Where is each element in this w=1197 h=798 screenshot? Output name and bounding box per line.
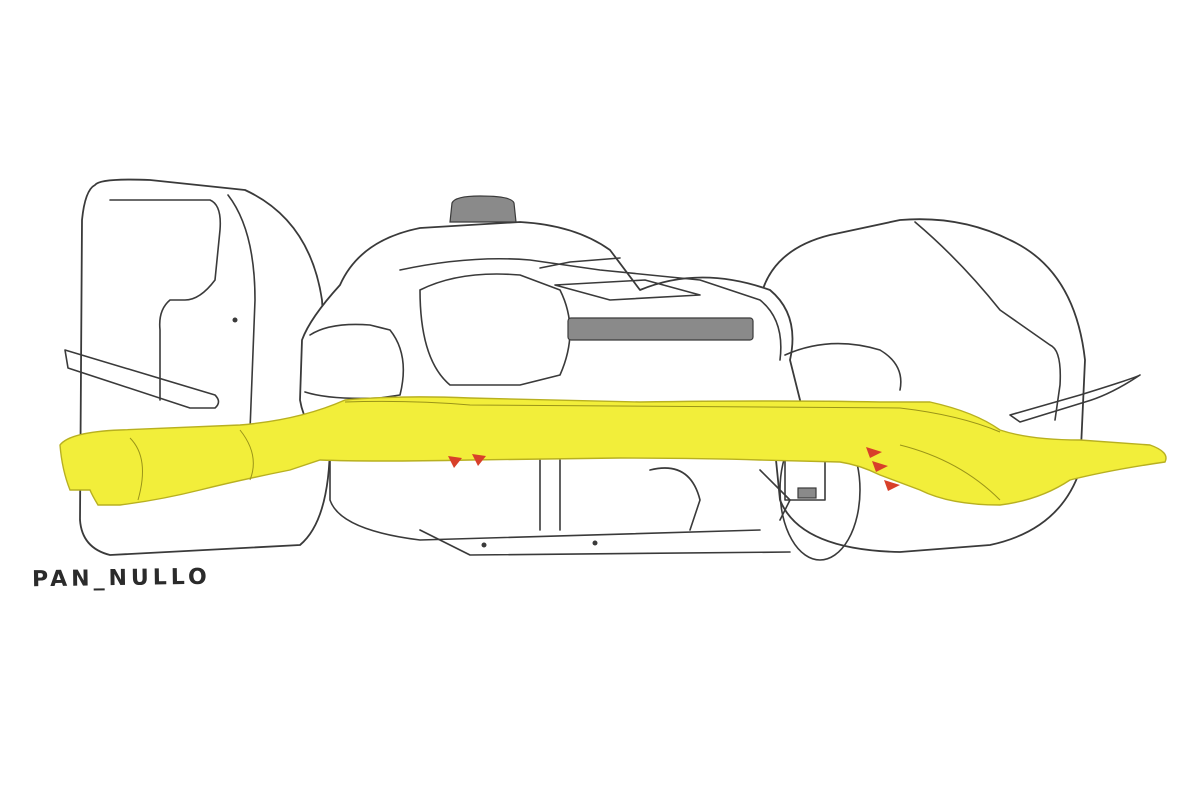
flow-arrow-4 (872, 461, 888, 472)
flow-arrow-5 (884, 480, 900, 491)
flow-arrow-3 (866, 447, 882, 458)
airbox (449, 195, 517, 223)
rear-light (567, 317, 754, 341)
flow-arrow-2 (472, 454, 486, 466)
flow-arrows (448, 447, 900, 491)
highlighted-floor (59, 396, 1167, 506)
right-tyre (759, 218, 1141, 561)
tyre-bolt (232, 317, 238, 323)
artist-signature: PAN_NULLO (31, 564, 211, 593)
lower-structure (329, 449, 826, 556)
engine-cover (299, 195, 902, 446)
flow-arrow-1 (448, 456, 462, 468)
